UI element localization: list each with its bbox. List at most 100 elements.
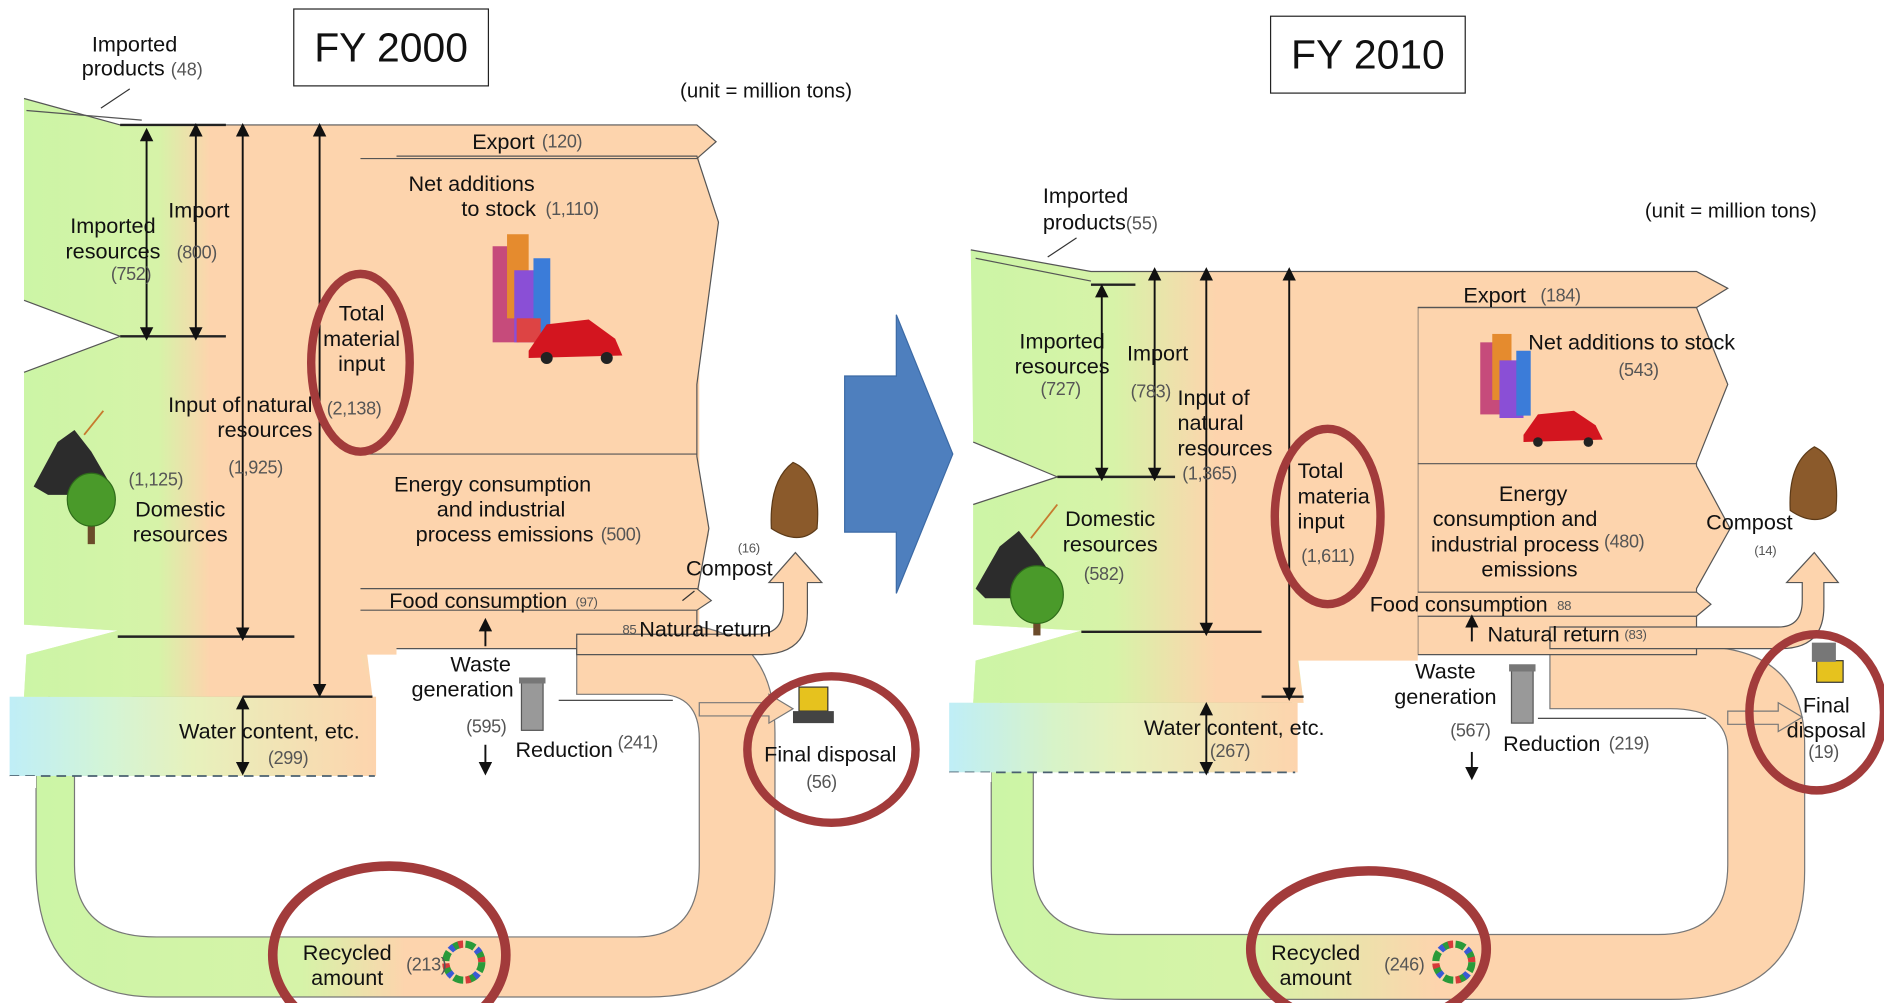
label-line: Input of natural	[168, 392, 313, 417]
natural-return-value: (83)	[1624, 628, 1647, 643]
label-line: and industrial	[436, 497, 566, 522]
recycle-icon	[442, 940, 486, 984]
label-line: amount	[1279, 965, 1352, 990]
energy-label: Energy consumption and industrial proces…	[1425, 482, 1605, 583]
net-additions-label-2: to stock	[461, 196, 536, 222]
label-line: Energy consumption	[394, 472, 592, 497]
compost-icon	[1789, 446, 1838, 521]
recycled-highlight	[1245, 866, 1492, 1003]
export-label: Export	[472, 129, 535, 154]
energy-value: (480)	[1604, 532, 1645, 553]
label-line: resources	[132, 522, 228, 547]
waste-label: Waste generation	[406, 652, 519, 702]
final-disposal-label: Final disposal	[764, 742, 897, 767]
label-line: amount	[311, 965, 384, 990]
label-line: Imported	[1042, 183, 1129, 208]
tree-icon	[66, 472, 116, 545]
final-disposal-value: (19)	[1808, 742, 1839, 763]
compost-value: (14)	[1754, 544, 1777, 559]
value-text: (48)	[170, 60, 203, 81]
label-line: material	[323, 326, 401, 351]
import-value: (783)	[1130, 381, 1172, 403]
label-text: products	[81, 56, 165, 81]
imported-resources-value: (752)	[110, 264, 152, 285]
natural-return-label: Natural return	[1487, 622, 1620, 647]
water-label: Water content, etc.	[179, 719, 360, 744]
label-line: resources	[1177, 436, 1273, 461]
label-line: generation	[1394, 684, 1497, 709]
reduction-label: Reduction	[515, 737, 613, 762]
final-disposal-highlight	[743, 672, 920, 828]
label-line: Imported	[70, 213, 156, 238]
recycled-value: (246)	[1384, 954, 1425, 976]
reduction-value: (219)	[1608, 733, 1650, 755]
label-line: input	[338, 351, 386, 376]
unit-label: (unit = million tons)	[680, 79, 853, 103]
imported-products-label: Imported products (48)	[72, 32, 203, 82]
total-material-label: Total materia input	[1298, 459, 1370, 535]
compost-label: Compost	[1706, 510, 1793, 535]
label-line: process emissions	[415, 522, 594, 547]
label-line: input	[1297, 509, 1345, 534]
water-band	[949, 702, 1298, 773]
food-value: (97)	[575, 595, 598, 611]
imported-resources-label: Imported resources	[53, 214, 173, 264]
label-line: consumption and	[1432, 506, 1598, 531]
total-material-highlight	[1270, 424, 1385, 609]
food-value: 88	[1557, 599, 1572, 614]
energy-label: Energy consumption and industrial proces…	[384, 472, 600, 548]
domestic-label: Domestic resources	[120, 497, 240, 547]
net-additions-value: (1,110)	[545, 199, 599, 220]
compost-value: (16)	[737, 541, 760, 557]
import-value: (800)	[176, 242, 218, 264]
water-label: Water content, etc.	[1143, 715, 1325, 740]
recycled-label: Recycled amount	[1262, 941, 1370, 991]
input-natural-label: Input of natural resources	[1177, 386, 1272, 462]
imported-resources-label: Imported resources	[1004, 329, 1119, 379]
waste-label: Waste generation	[1389, 659, 1502, 709]
label-line: resources	[65, 239, 161, 264]
food-label: Food consumption	[389, 588, 568, 613]
label-line: Input of	[1177, 385, 1250, 410]
imported-resources-value: (727)	[1040, 379, 1081, 400]
label-line: Energy	[1498, 481, 1568, 506]
input-natural-label: Input of natural resources	[132, 393, 312, 443]
buildings-icon	[1480, 333, 1531, 419]
label-line: Total	[1297, 458, 1344, 483]
input-natural-value: (1,925)	[228, 457, 283, 479]
label-line: Imported	[1019, 329, 1105, 354]
fy2000-flow	[9, 88, 824, 998]
waste-value: (595)	[466, 717, 507, 738]
compost-icon	[770, 461, 819, 539]
water-band	[9, 696, 377, 776]
label-line: Domestic	[1065, 506, 1156, 531]
final-disposal-label: Final disposal	[1778, 693, 1874, 743]
total-material-value: (2,138)	[326, 398, 382, 420]
label-line: Recycled	[302, 940, 392, 965]
buildings-icon	[492, 234, 551, 343]
domestic-value: (582)	[1083, 564, 1125, 585]
label-line: resources	[1014, 354, 1110, 379]
car-icon	[528, 319, 623, 364]
label-line: Domestic	[135, 497, 226, 522]
value-text: (55)	[1125, 213, 1158, 235]
label-line: natural	[1177, 410, 1244, 435]
label-line: products(55)	[1043, 209, 1158, 238]
net-additions-label-1: Net additions	[408, 171, 535, 196]
reduction-value: (241)	[617, 732, 659, 754]
total-material-label: Total material input	[315, 302, 409, 378]
label-line: disposal	[1786, 718, 1866, 743]
label-text: products	[1042, 210, 1126, 235]
unit-label: (unit = million tons)	[1644, 199, 1817, 223]
import-label: Import	[168, 198, 230, 223]
label-line: Final	[1802, 693, 1850, 718]
water-value: (299)	[267, 748, 309, 769]
fy2010-title: FY 2010	[1269, 15, 1466, 94]
label-line: Waste	[1415, 659, 1476, 684]
waste-value: (567)	[1450, 720, 1491, 742]
net-additions-label: Net additions to stock	[1528, 330, 1736, 355]
fy2000-title: FY 2000	[293, 8, 490, 87]
water-value: (267)	[1209, 741, 1251, 762]
